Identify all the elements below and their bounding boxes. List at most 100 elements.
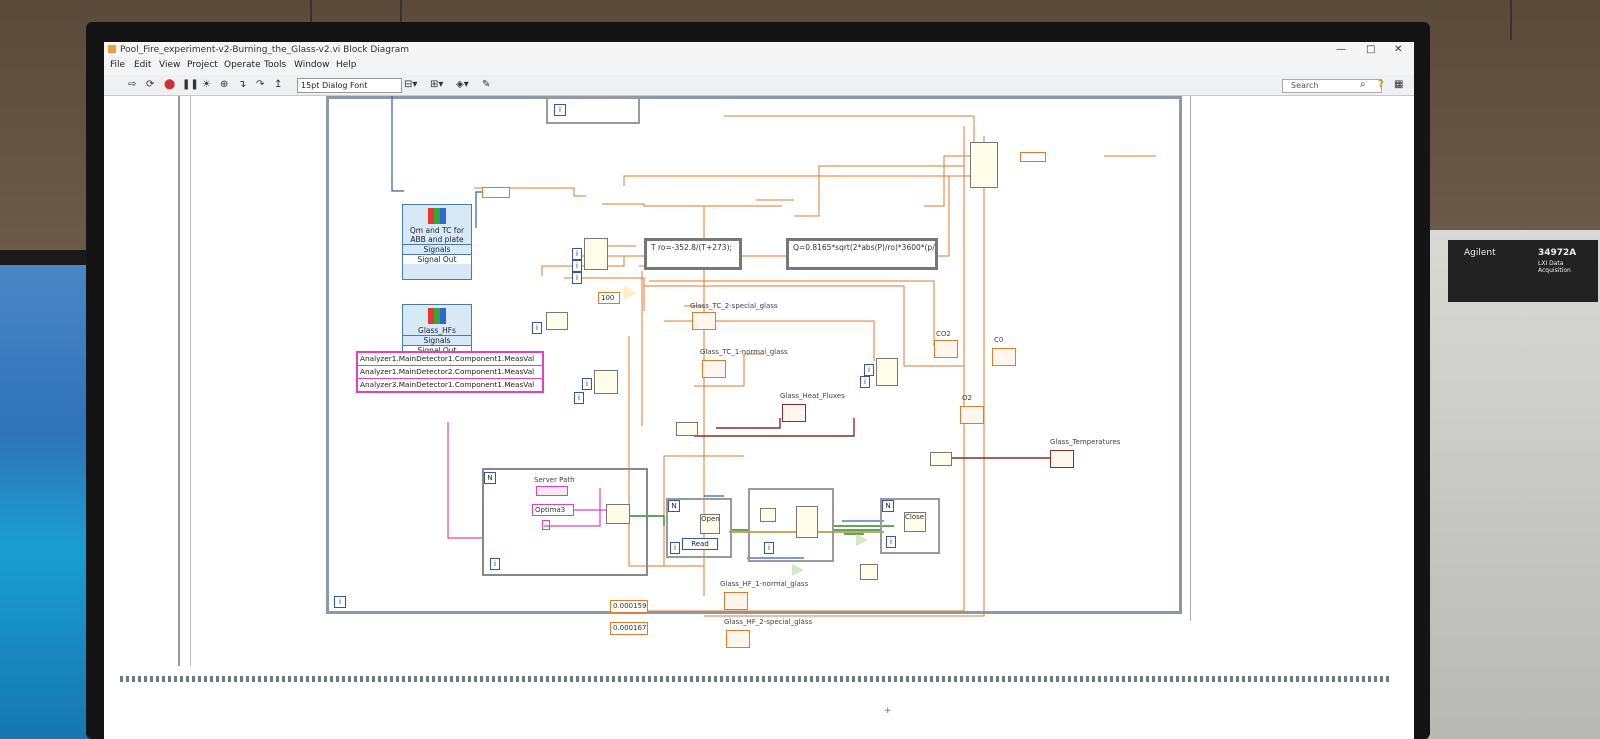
close-node[interactable]: Close [904, 512, 926, 532]
run-arrow-icon[interactable]: ⇨ [128, 79, 137, 90]
frame-index-terminal[interactable]: i [670, 542, 680, 554]
while-loop-structure[interactable] [326, 96, 1182, 614]
pause-icon[interactable]: ❚❚ [182, 79, 199, 90]
title-bar: Pool_Fire_experiment-v2-Burning_the_Glas… [104, 42, 1414, 58]
menu-file[interactable]: File [110, 60, 126, 70]
multiply-primitive[interactable] [624, 286, 636, 300]
index-constant[interactable]: i [864, 364, 874, 376]
reorder-icon[interactable]: ◈▾ [456, 79, 469, 90]
constant-100[interactable]: 100 [598, 292, 620, 304]
subvi-qm-tc-abb-plate[interactable]: Qm and TC for ABB and plate Signals Sign… [402, 204, 472, 280]
indicator-o2[interactable] [960, 406, 984, 424]
sequence-frame-open[interactable] [666, 498, 732, 558]
server-path-control[interactable] [536, 486, 568, 496]
subvi-port-signal-out[interactable]: Signal Out [403, 254, 471, 264]
read-node[interactable] [760, 508, 776, 522]
loop-iteration-terminal[interactable]: i [334, 596, 346, 608]
frame-count-terminal[interactable]: N [668, 500, 680, 512]
indicator-glass-hf2[interactable] [726, 630, 750, 648]
maximize-button[interactable]: □ [1366, 44, 1376, 55]
menu-help[interactable]: Help [336, 60, 357, 70]
index-array-node[interactable] [546, 312, 568, 330]
step-into-icon[interactable]: ↴ [238, 79, 247, 90]
index-constant[interactable]: i [860, 376, 870, 388]
menu-project[interactable]: Project [187, 60, 218, 70]
horizontal-scrollbar[interactable] [120, 676, 1390, 682]
frame-iteration-terminal[interactable]: i [554, 104, 566, 116]
for-loop-index-terminal[interactable]: i [490, 558, 500, 570]
compare-primitive[interactable] [856, 534, 868, 546]
index-constant[interactable]: i [532, 322, 542, 334]
indicator-glass-hf1[interactable] [724, 592, 748, 610]
label-glass-tc1: Glass_TC_1-normal_glass [700, 348, 788, 356]
for-loop-count-terminal[interactable]: N [484, 472, 496, 484]
search-input[interactable]: Search [1282, 79, 1382, 93]
analyzer-tag[interactable]: Analyzer1.MainDetector2.Component1.MeasV… [358, 366, 542, 379]
merge-signals-node[interactable] [930, 452, 952, 466]
menu-operate[interactable]: Operate [224, 60, 261, 70]
index-constant[interactable]: i [572, 272, 582, 284]
index-constant[interactable]: i [572, 260, 582, 272]
step-out-icon[interactable]: ↥ [274, 79, 283, 90]
block-diagram-canvas[interactable]: i i [104, 96, 1414, 739]
font-selector[interactable]: 15pt Dialog Font [297, 78, 402, 93]
highlight-execution-icon[interactable]: ☀ [202, 79, 211, 90]
subvi-port-signals[interactable]: Signals [403, 244, 471, 254]
index-constant[interactable]: i [572, 248, 582, 260]
compare-primitive[interactable] [792, 564, 804, 576]
menu-tools[interactable]: Tools [264, 60, 287, 70]
cleanup-diagram-icon[interactable]: ✎ [482, 79, 491, 90]
dynamic-data-tunnel [1020, 152, 1046, 162]
indicator-glass-tc1[interactable] [702, 360, 726, 378]
bundle-node[interactable] [970, 142, 998, 188]
formula-node-density[interactable]: T ro=-352.8/(T+273); [644, 238, 742, 270]
close-button[interactable]: ✕ [1394, 44, 1403, 55]
menu-window[interactable]: Window [294, 60, 330, 70]
split-signals-node[interactable] [584, 238, 608, 270]
subvi-port-signals[interactable]: Signals [403, 335, 471, 345]
sequence-frame-close[interactable] [880, 498, 940, 554]
frame-index-terminal[interactable]: i [886, 536, 896, 548]
step-over-icon[interactable]: ↷ [256, 79, 265, 90]
menu-view[interactable]: View [159, 60, 181, 70]
stop-condition-node[interactable] [860, 564, 878, 580]
indicator-co2[interactable] [934, 340, 958, 358]
analyzer-tag[interactable]: Analyzer3.MainDetector1.Component1.MeasV… [360, 380, 535, 389]
graph-glass-heat-fluxes[interactable] [782, 404, 806, 422]
frame-index-terminal[interactable]: i [764, 542, 774, 554]
optima-constant[interactable]: Optima3 [532, 504, 574, 516]
string-constant[interactable] [542, 520, 550, 530]
abort-icon[interactable]: ⬤ [164, 79, 176, 90]
build-array-node[interactable] [876, 358, 898, 386]
constant-hf2[interactable]: 0.000167 [610, 622, 648, 635]
indicator-glass-tc2[interactable] [692, 312, 716, 330]
menu-edit[interactable]: Edit [134, 60, 152, 70]
align-objects-icon[interactable]: ⊟▾ [404, 79, 418, 90]
for-loop-server[interactable] [482, 468, 648, 576]
index-constant[interactable]: i [574, 392, 584, 404]
index-constant[interactable]: i [582, 378, 592, 390]
search-icon[interactable]: ⌕ [1360, 79, 1366, 90]
retain-wire-values-icon[interactable]: ⊕ [220, 79, 229, 90]
graph-glass-temperatures[interactable] [1050, 450, 1074, 468]
frame-count-terminal[interactable]: N [882, 500, 894, 512]
sequence-frame-read[interactable] [748, 488, 834, 562]
help-button[interactable]: ? [1378, 79, 1384, 90]
top-frame[interactable] [546, 96, 640, 124]
constant-hf1[interactable]: 0.000159 [610, 600, 648, 613]
read-mode-selector[interactable]: Read [682, 538, 718, 550]
opc-read-node[interactable] [796, 506, 818, 538]
instrument-panel: Agilent 34972A LXI Data Acquisition [1448, 240, 1598, 302]
distribute-objects-icon[interactable]: ⊞▾ [430, 79, 444, 90]
open-node[interactable]: Open [700, 514, 720, 534]
analyzer-tag-array[interactable]: Analyzer1.MainDetector1.Component1.MeasV… [356, 351, 544, 393]
index-array-node[interactable] [594, 370, 618, 394]
subvi-port-signal-out[interactable]: Signal Out [403, 345, 471, 355]
formula-node-flow[interactable]: Q=0.8165*sqrt(2*abs(P)/ro)*3600*(p/ [786, 238, 938, 270]
analyzer-tag[interactable]: Analyzer1.MainDetector1.Component1.MeasV… [358, 353, 542, 366]
indicator-co[interactable] [992, 348, 1016, 366]
minimize-button[interactable]: — [1336, 44, 1346, 55]
merge-signals-node[interactable] [676, 422, 698, 436]
run-continuously-icon[interactable]: ⟳ [146, 79, 155, 90]
build-path-node[interactable] [606, 504, 630, 524]
